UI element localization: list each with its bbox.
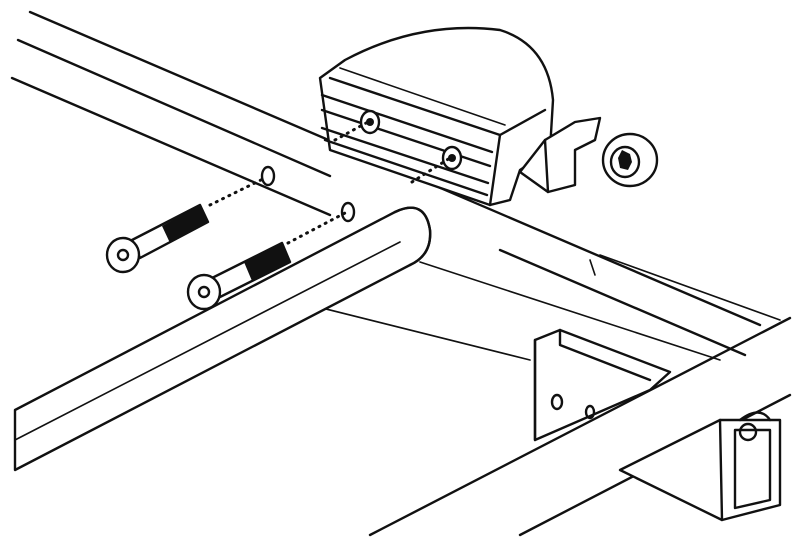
- tube-holes: [260, 165, 356, 223]
- alignment-lines: [208, 120, 452, 245]
- bumper-housing: [318, 26, 555, 207]
- bolt-1: [105, 203, 210, 274]
- bracket: [533, 328, 672, 442]
- lower-tube: [13, 206, 432, 472]
- bolt-2: [186, 241, 292, 311]
- clip: [518, 116, 659, 194]
- square-tube: [618, 411, 782, 522]
